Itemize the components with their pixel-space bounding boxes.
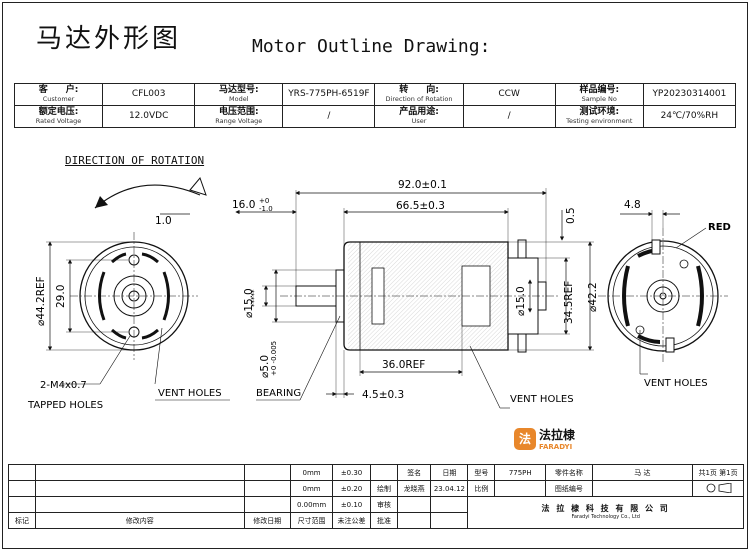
note-red-terminal: RED [708, 222, 731, 233]
title-chinese: 马达外形图 [36, 24, 182, 54]
company-en: Faradyi Technology Co., Ltd [571, 513, 640, 520]
tol-range-1: 0mm [289, 464, 334, 481]
approve-label: 批准 [369, 512, 398, 529]
tb-row-4: 标记 修改内容 修改日期 尺寸范围 未注公差 批准 [8, 512, 744, 529]
dim-terminal-48: 4.8 [624, 199, 641, 211]
dim-body-length: 66.5±0.3 [396, 200, 445, 212]
label-en: Model [229, 94, 249, 103]
tol-value-2: ±0.20 [332, 480, 371, 497]
dim-dia-422: ⌀42.2 [587, 282, 599, 312]
part-value: 马 达 [591, 464, 694, 481]
front-view [46, 232, 230, 401]
label-en: Direction of Rotation [385, 94, 453, 103]
spec-value-user: / [462, 105, 556, 128]
dim-offset-05: 0.5 [565, 207, 577, 224]
rev-col-tolerance: 未注公差 [332, 512, 371, 529]
spec-table: 客 户:Customer CFL003 马达型号:Model YRS-775PH… [13, 83, 737, 128]
projection-symbol-icon [692, 480, 744, 497]
label-en: User [411, 116, 427, 125]
dim-shaft-len: 16.0 [232, 199, 255, 211]
dim-shaft-tol-up: +0 [259, 197, 269, 205]
note-tapped-2: TAPPED HOLES [27, 400, 103, 411]
logo-cn: 法拉棣 [539, 428, 576, 442]
note-bearing: BEARING [256, 388, 301, 399]
draw-date: 23.04.12 [430, 480, 469, 497]
spec-label-user: 产品用途:User [374, 105, 464, 128]
part-label: 零件名称 [545, 464, 593, 481]
logo-mark-icon: 法 [514, 427, 536, 450]
draw-name: 龙晓燕 [396, 480, 432, 497]
rear-view [598, 210, 728, 375]
label-cn: 转 向: [399, 84, 439, 95]
note-vent-front: VENT HOLES [158, 388, 222, 399]
dim-bearing-len: 4.5±0.3 [362, 389, 404, 401]
label-cn: 客 户: [38, 84, 79, 95]
rev-col-range: 尺寸范围 [289, 512, 334, 529]
dim-inner-15: ⌀15.0 [515, 286, 527, 316]
note-vent-rear: VENT HOLES [644, 378, 708, 389]
label-cn: 样品编号: [579, 84, 620, 95]
drawing-no-label: 图纸编号 [545, 480, 593, 497]
spec-value-testing-env: 24℃/70%RH [642, 105, 737, 128]
dim-arrow-gap: 1.0 [155, 215, 172, 227]
dim-dia-5-tol: +0 -0.005 [270, 341, 278, 376]
dim-hole-spacing: 29.0 [55, 285, 67, 308]
label-en: Testing environment [566, 116, 633, 125]
company-name-cell: 法 拉 棣 科 技 有 限 公 司 Faradyi Technology Co.… [467, 496, 744, 529]
model-value: 775PH [494, 464, 547, 481]
label-en: Rated Voltage [35, 116, 82, 125]
rev-col-date: 修改日期 [243, 512, 292, 529]
spec-row-2: 额定电压:Rated Voltage 12.0VDC 电压范围:Range Vo… [13, 105, 737, 128]
check-label: 审核 [369, 496, 398, 513]
title-block: 0mm ±0.30 签名 日期 型号 775PH 零件名称 马 达 共1页 第1… [8, 464, 744, 529]
tb-row-1: 0mm ±0.30 签名 日期 型号 775PH 零件名称 马 达 共1页 第1… [8, 464, 744, 481]
spec-label-range-voltage: 电压范围:Range Voltage [194, 105, 284, 128]
dim-ref-36: 36.0REF [382, 359, 425, 371]
company-logo: 法 法拉棣 FARADYI [514, 426, 575, 451]
logo-text: 法拉棣 FARADYI [539, 426, 575, 451]
sign-label: 签名 [396, 464, 432, 481]
label-en: Sample No [581, 94, 617, 103]
draw-label: 绘制 [369, 480, 398, 497]
rev-col-mark: 标记 [8, 512, 36, 529]
label-cn: 产品用途: [399, 106, 439, 117]
tol-range-2: 0mm [289, 480, 334, 497]
label-cn: 马达型号: [218, 84, 259, 95]
label-en: Range Voltage [215, 116, 263, 125]
spec-value-rated-voltage: 12.0VDC [102, 105, 196, 128]
logo-en: FARADYI [539, 443, 573, 451]
direction-of-rotation-title: DIRECTION OF ROTATION [65, 154, 205, 167]
label-cn: 额定电压: [38, 106, 79, 117]
dim-dia-15: ⌀15.0 [243, 288, 255, 318]
spec-value-range-voltage: / [282, 105, 376, 128]
dim-ref-345: 34.5REF [563, 281, 575, 324]
dim-dia-44: ⌀44.2REF [35, 276, 47, 326]
sheet-label: 共1页 第1页 [692, 464, 744, 481]
note-vent-side: VENT HOLES [510, 394, 574, 405]
tb-row-2: 0mm ±0.20 绘制 龙晓燕 23.04.12 比例 图纸编号 [8, 480, 744, 497]
rev-col-content: 修改内容 [35, 512, 245, 529]
dim-total-length: 92.0±0.1 [398, 179, 447, 191]
note-tapped-1: 2-M4x0.7 [40, 380, 87, 391]
tb-row-3: 0.00mm ±0.10 审核 法 拉 棣 科 技 有 限 公 司 Farady… [8, 496, 744, 529]
tol-range-3: 0.00mm [289, 496, 334, 513]
dim-shaft-tol-dn: -1.0 [259, 205, 273, 213]
dim-dia-5: ⌀5.0 [259, 355, 271, 378]
side-view [235, 188, 594, 409]
tol-value-3: ±0.10 [332, 496, 371, 513]
label-cn: 电压范围: [218, 106, 259, 117]
scale-label: 比例 [467, 480, 496, 497]
tol-value-1: ±0.30 [332, 464, 371, 481]
model-label: 型号 [467, 464, 496, 481]
label-cn: 测试环境: [579, 106, 620, 117]
company-cn: 法 拉 棣 科 技 有 限 公 司 [541, 503, 670, 513]
title-english: Motor Outline Drawing: [252, 36, 491, 57]
rotation-arrow-icon [94, 177, 207, 215]
date-label: 日期 [430, 464, 469, 481]
dim-stars: ***** [250, 289, 258, 307]
label-en: Customer [42, 94, 75, 103]
